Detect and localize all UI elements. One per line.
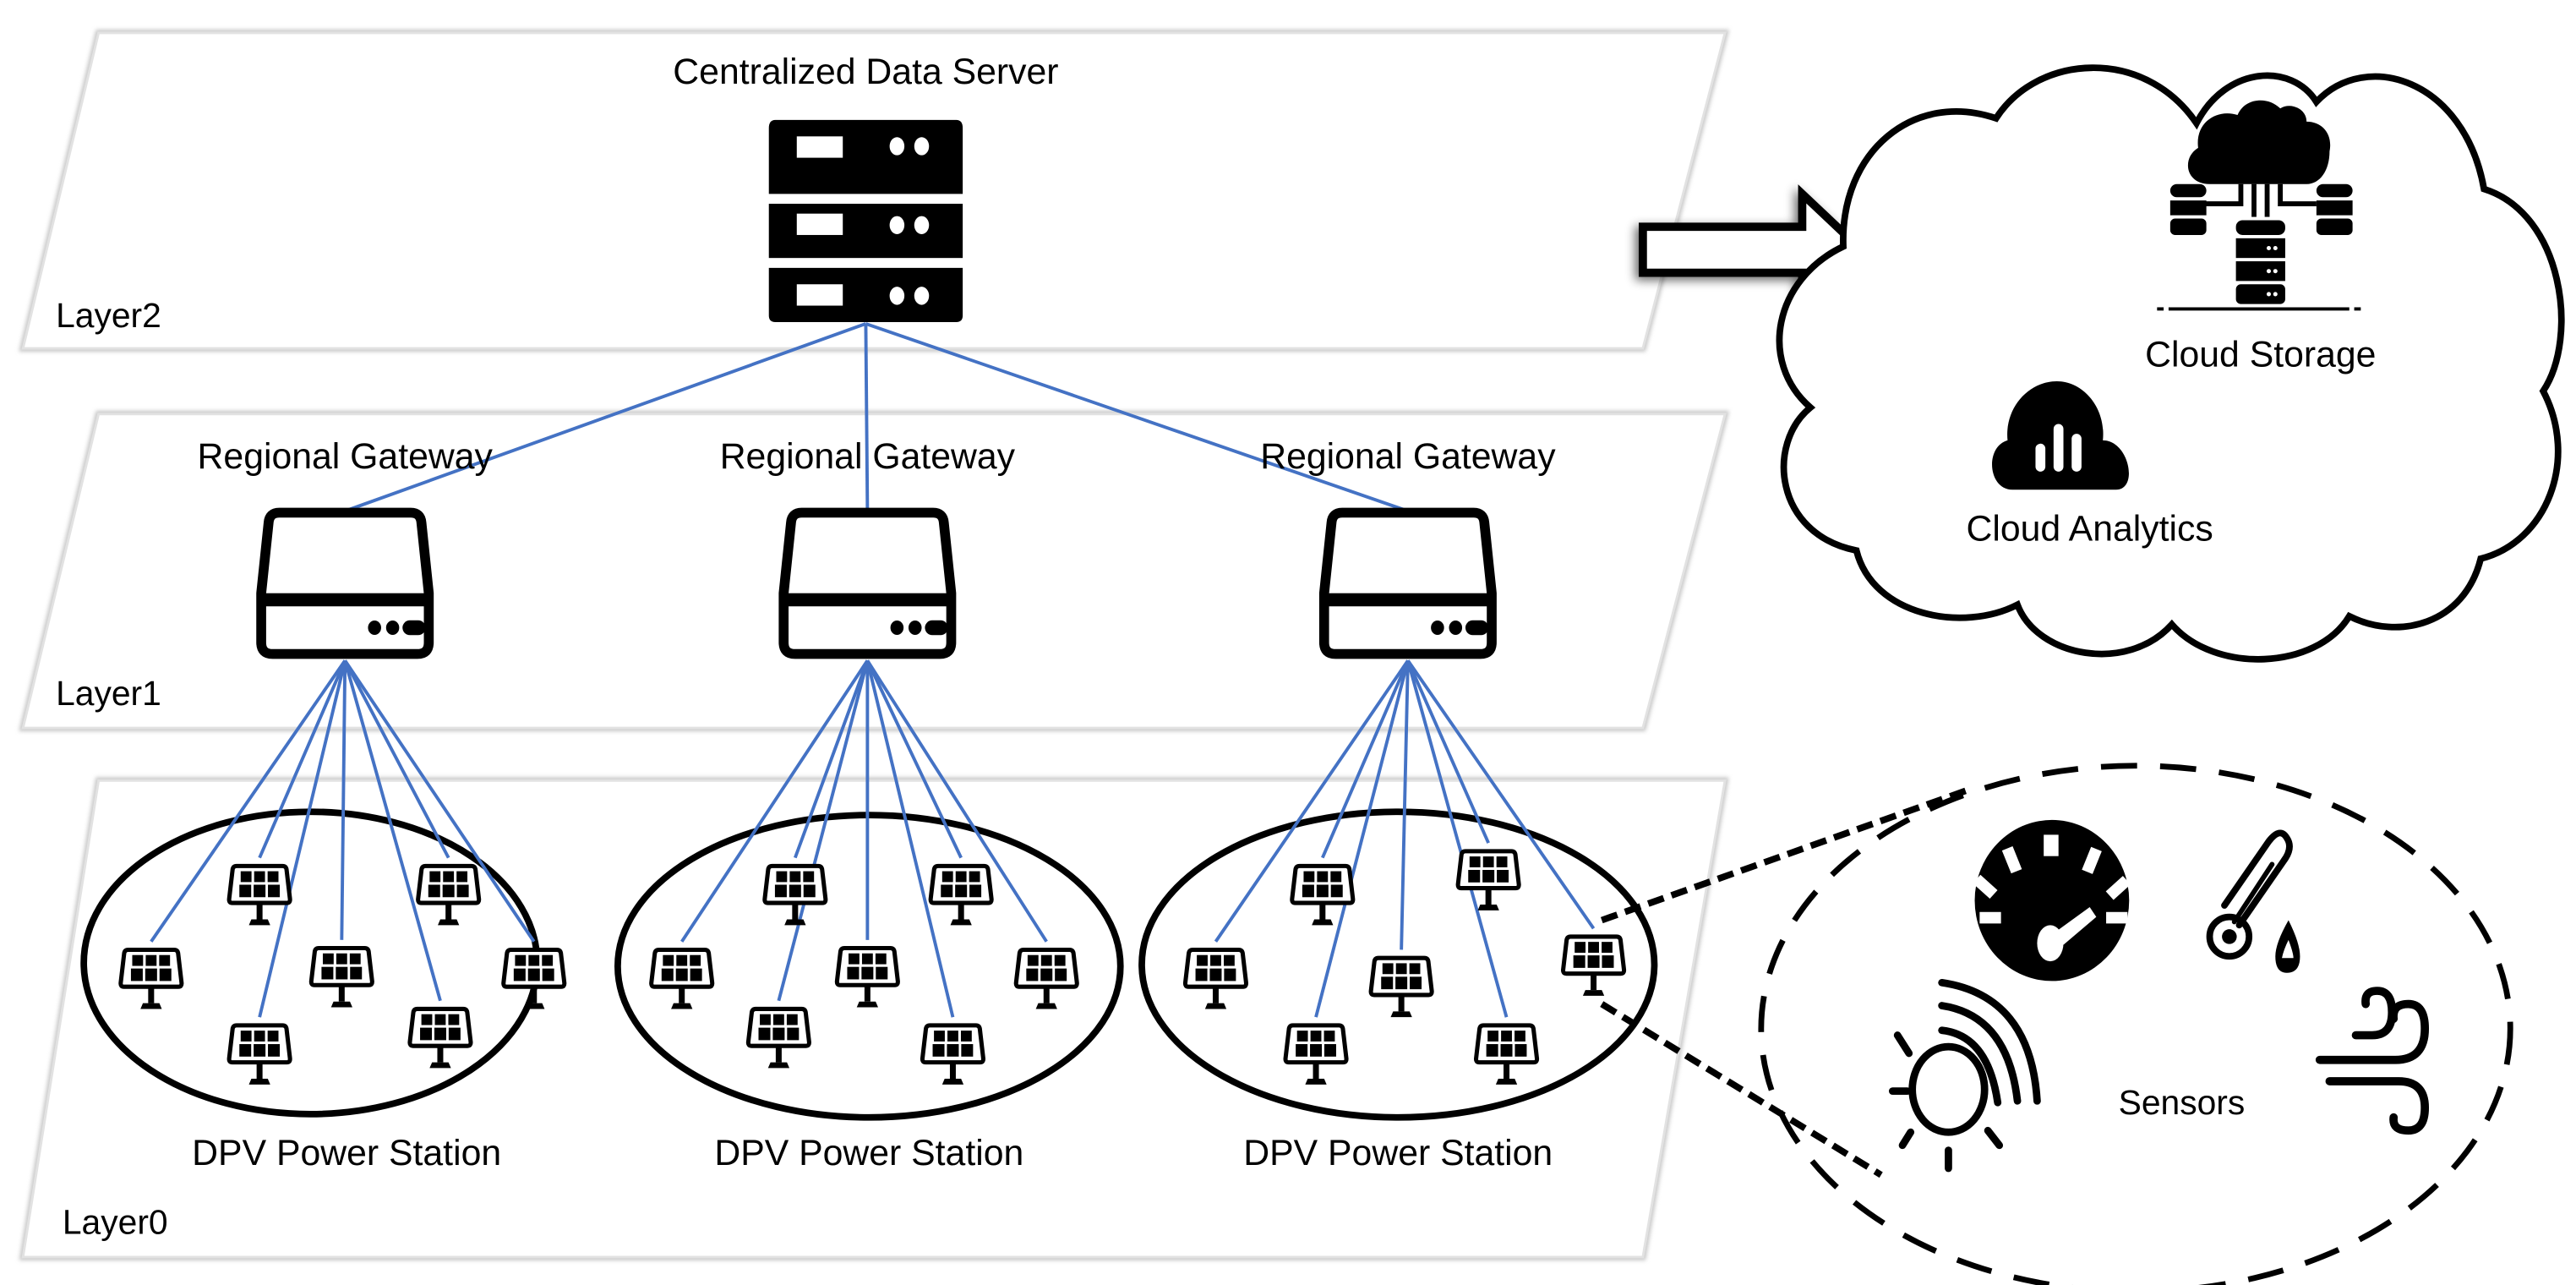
gateway-panel-link [1321, 659, 1410, 859]
thermometer-droplet-icon [2206, 829, 2300, 973]
gateway-panel-link [343, 659, 536, 943]
station-3-boundary [1138, 808, 1658, 1121]
callout-line-top [1600, 785, 1973, 924]
sun-radiation-icon [1888, 978, 2041, 1173]
gateway-panel-link [1214, 659, 1410, 943]
cloud-database-icon [2157, 100, 2361, 311]
gauge-icon [1973, 819, 2131, 982]
gateway-3-label: Regional Gateway [1260, 436, 1556, 477]
gateway-panel-link [1406, 659, 1509, 1018]
gateway-1[interactable]: Regional Gateway [198, 436, 494, 654]
gateway-router-icon [261, 512, 428, 653]
station-3-label: DPV Power Station [1243, 1133, 1553, 1173]
server-gateway-link-2 [864, 323, 870, 511]
gateway-2-label: Regional Gateway [720, 436, 1016, 477]
cloud-analytics-label: Cloud Analytics [1966, 508, 2213, 549]
gateway-panel-link [865, 659, 955, 1018]
cloud-chart-icon [1992, 380, 2129, 490]
station-1-label: DPV Power Station [192, 1133, 501, 1173]
network-links [150, 322, 1596, 1018]
gateway-panel-link [865, 659, 1048, 943]
gateway-2[interactable]: Regional Gateway [720, 436, 1016, 654]
sensor-callout: Sensors [1600, 763, 2513, 1285]
layer2-label: Layer2 [56, 296, 161, 335]
cloud-outline [1776, 64, 2565, 663]
gateway-panel-link [340, 660, 347, 940]
server-gateway-link-1 [344, 322, 867, 513]
gateway-router-icon [783, 512, 951, 653]
gateway-panel-link [865, 659, 963, 859]
server-gateway-link-3 [865, 322, 1409, 513]
server-rack-icon [768, 119, 963, 322]
server-label: Centralized Data Server [673, 52, 1058, 92]
gateway-panel-link [150, 659, 347, 943]
cloud-platform: Cloud Storage Cloud Analytics [1776, 64, 2565, 663]
station-2-label: DPV Power Station [714, 1133, 1023, 1173]
gateway-router-icon [1324, 512, 1492, 653]
gateway-1-label: Regional Gateway [198, 436, 494, 477]
gateway-panel-link [258, 659, 347, 1018]
gateway-panel-link [680, 659, 869, 943]
cloud-storage-label: Cloud Storage [2145, 334, 2376, 375]
gateway-panel-link [1400, 660, 1410, 950]
gateway-panel-link [794, 659, 870, 859]
sensors-label: Sensors [2119, 1083, 2246, 1122]
wind-icon [2315, 987, 2430, 1135]
gateway-panel-link [343, 659, 442, 1002]
layer1-label: Layer1 [56, 674, 161, 713]
gateway-panel-link [777, 659, 870, 1002]
centralized-server[interactable]: Centralized Data Server [673, 52, 1059, 322]
gateway-panel-link [1314, 659, 1410, 1018]
layer0-label: Layer0 [63, 1203, 168, 1242]
callout-line-bottom [1600, 1001, 1883, 1178]
gateway-panel-link [343, 659, 450, 859]
gateway-panel-link [258, 659, 347, 859]
gateway-panel-link [1406, 659, 1490, 844]
gateway-panel-link [1406, 659, 1596, 930]
gateway-3[interactable]: Regional Gateway [1260, 436, 1556, 654]
sensor-group-boundary [1758, 763, 2513, 1285]
